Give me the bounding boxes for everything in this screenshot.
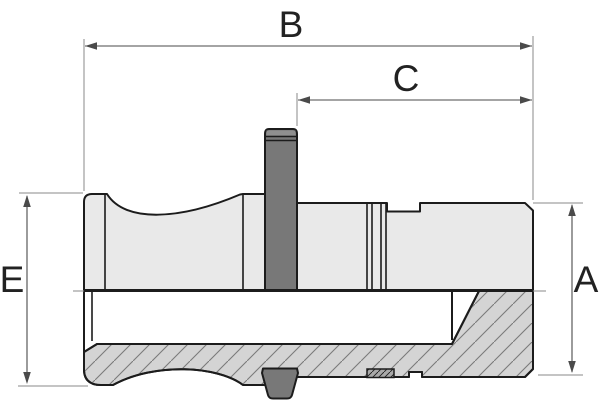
dim-b-arrow-right: [520, 42, 532, 50]
dim-e-arrow-bottom: [23, 372, 31, 384]
cam-pin-cap: [266, 130, 296, 136]
cam-pin-top: [264, 128, 298, 291]
cam-pin-bottom: [261, 367, 299, 400]
coupler-left-body: [83, 193, 282, 291]
dimension-c: C: [296, 58, 532, 126]
shank-right-body: [280, 202, 534, 291]
gasket-hatch: [367, 369, 394, 378]
sectioned-lower-wall: [83, 290, 534, 386]
dimension-a: A: [533, 202, 599, 376]
dimension-b: B: [83, 4, 534, 200]
dimension-label-b: B: [279, 4, 304, 45]
dimension-label-a: A: [574, 259, 599, 300]
gasket: [366, 368, 395, 379]
dim-e-arrow-top: [23, 195, 31, 207]
dimension-label-c: C: [393, 58, 420, 99]
dim-b-arrow-left: [85, 42, 97, 50]
dim-a-arrow-bottom: [568, 361, 576, 373]
dim-a-arrow-top: [568, 204, 576, 216]
dim-c-arrow-left: [298, 96, 310, 104]
dimension-label-e: E: [0, 259, 24, 300]
section-wall-hatch: [83, 290, 534, 386]
dimension-e: E: [0, 192, 88, 387]
dim-c-arrow-right: [520, 96, 532, 104]
cam-pin-body: [264, 128, 298, 291]
coupler-body-upper: [83, 193, 534, 291]
